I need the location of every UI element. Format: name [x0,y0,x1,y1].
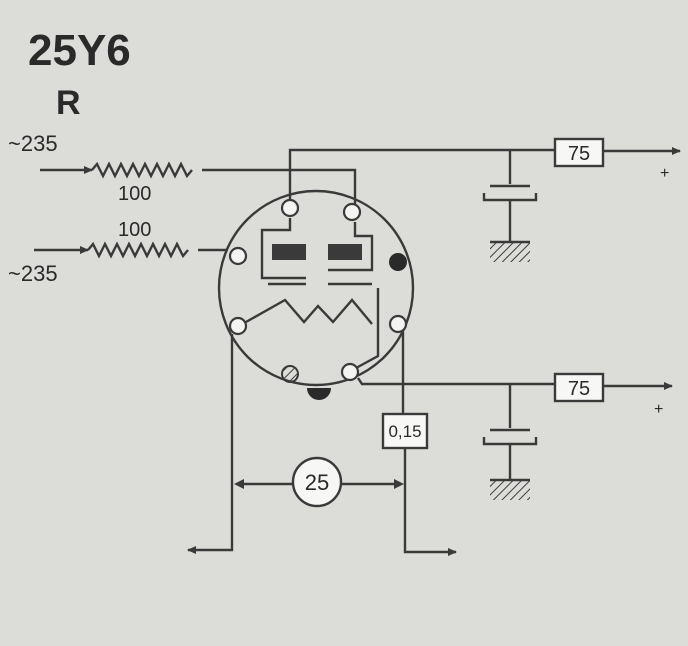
heater-left-leg [187,334,234,554]
input-1-resistor [91,161,193,179]
pin-1 [280,198,300,218]
input-2-resistor [87,241,189,259]
cathode-lead [355,288,380,370]
pin-3 [228,246,248,266]
output-2-resistor-box [553,372,605,403]
output-2-wire [357,377,555,386]
capacitor-1-plate-bottom [482,193,538,202]
heater-filament [245,298,373,325]
output-2-polarity: + [654,401,663,418]
heater-resistor-label: 0,15 [388,422,421,441]
heater-resistor-box [381,412,429,450]
anode-2 [328,244,362,260]
pin-5 [228,316,248,336]
input-2-resistor-label: 100 [118,219,151,241]
pin-7-hatched [281,365,299,383]
current-dim-left-arrow [234,479,244,489]
input-1-voltage-label: ~235 [8,131,58,156]
output-2-resistor-label: 75 [568,378,590,400]
ground-2-symbol [490,480,530,500]
heater-right-leg-lower [403,448,457,556]
current-circle [291,456,343,508]
anode-2-lead [328,222,374,272]
key-pin [307,388,331,400]
ground-1-symbol [490,242,530,262]
current-dim-right-arrow [394,479,404,489]
pin-4-blank [389,253,407,271]
tube-envelope [217,189,415,387]
input-1-wire [202,168,357,212]
pin-2 [342,202,362,222]
input-1-resistor-label: 100 [118,183,151,205]
capacitor-2-plate-bottom [482,437,538,446]
current-label: 25 [305,470,329,495]
input-2-voltage-label: ~235 [8,261,58,286]
output-1-polarity: + [660,165,669,182]
tube-type-label: 25Y6 [28,26,131,75]
anode-1-lead [260,218,306,280]
output-1-resistor-label: 75 [568,143,590,165]
output-1-wire [288,148,555,208]
anode-1 [272,244,306,260]
pin-6 [388,314,408,334]
output-1-resistor-box [553,137,605,168]
pin-8 [340,362,360,382]
tube-subtitle-label: R [56,84,81,122]
